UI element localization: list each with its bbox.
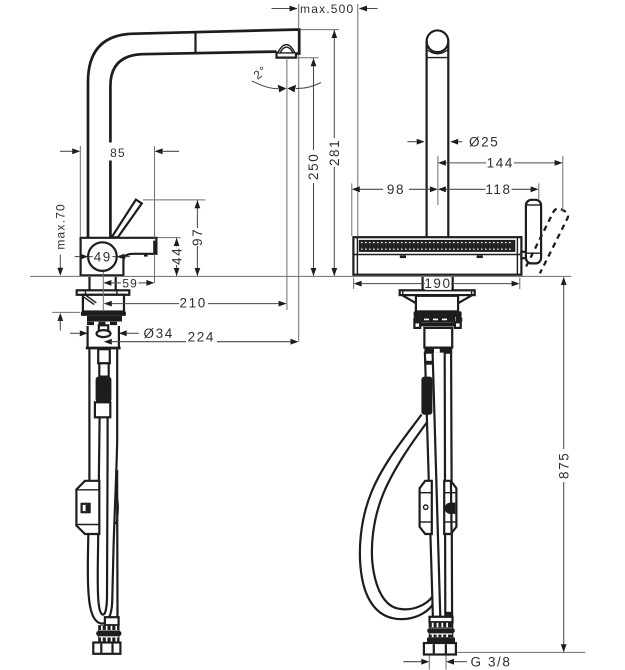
svg-text:49: 49	[94, 250, 112, 265]
svg-text:224: 224	[188, 330, 215, 345]
svg-text:max.70: max.70	[54, 203, 68, 250]
svg-text:2°: 2°	[251, 63, 271, 83]
svg-text:G 3/8: G 3/8	[471, 654, 512, 669]
svg-text:210: 210	[180, 296, 207, 311]
svg-text:875: 875	[556, 452, 571, 479]
svg-text:Ø25: Ø25	[469, 135, 499, 150]
svg-text:281: 281	[327, 139, 342, 166]
svg-text:118: 118	[485, 182, 511, 197]
svg-text:98: 98	[387, 182, 405, 197]
svg-text:Ø34: Ø34	[144, 326, 174, 341]
svg-text:85: 85	[110, 146, 126, 160]
svg-text:250: 250	[306, 153, 321, 180]
svg-text:44: 44	[169, 247, 184, 265]
svg-text:max.500: max.500	[300, 2, 354, 16]
svg-text:59: 59	[122, 276, 138, 290]
svg-text:144: 144	[487, 156, 514, 171]
svg-text:97: 97	[190, 228, 205, 246]
svg-text:190: 190	[424, 276, 451, 291]
